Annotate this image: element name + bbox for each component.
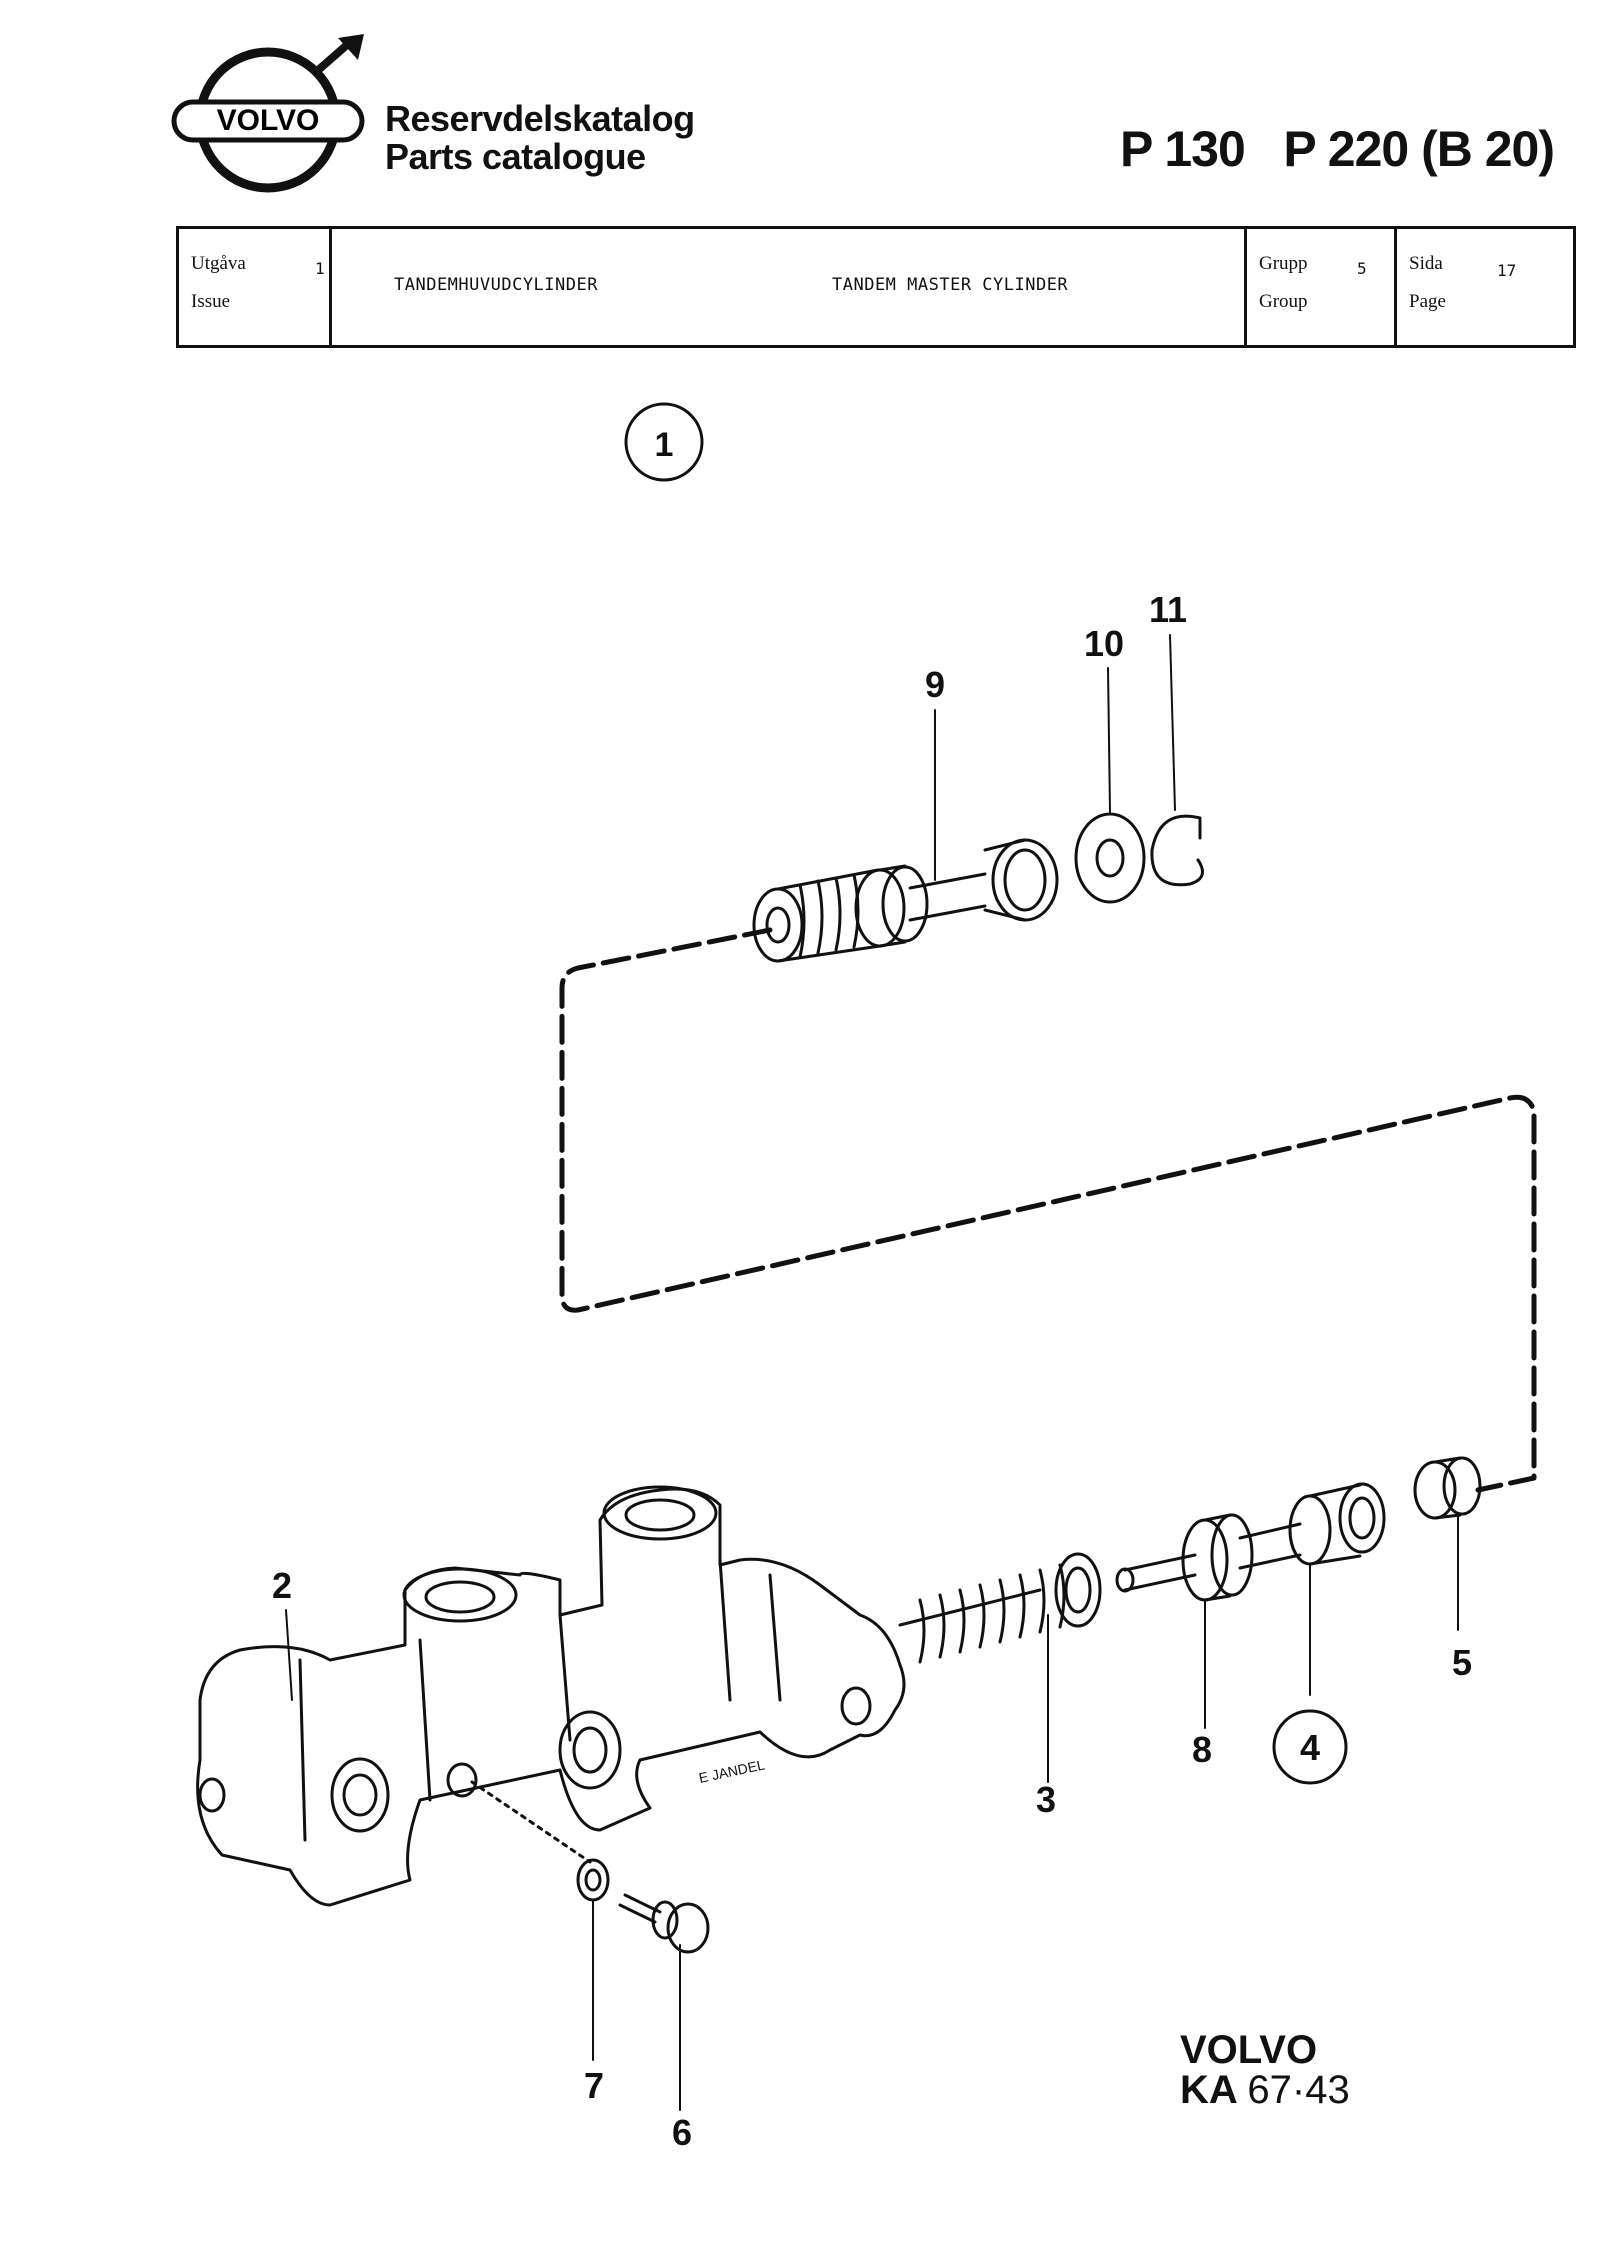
footer-code: KA 67·43 [1180,2070,1350,2110]
artist-signature: E JANDEL [697,1756,766,1786]
footer-code-number: 67·43 [1247,2068,1350,2112]
catalog-title: Reservdelskatalog Parts catalogue [385,100,695,176]
volvo-logo: VOLVO [168,30,378,200]
header-table: Utgåva Issue 1 TANDEMHUVUDCYLINDER TANDE… [176,226,1576,348]
part-circlip [1150,814,1204,887]
issue-label-en: Issue [191,291,231,312]
part-secondary-piston [752,838,1059,963]
callout-10: 10 [1084,623,1124,664]
callout-2: 2 [272,1565,292,1606]
issue-value: 1 [315,259,325,278]
catalog-title-sv: Reservdelskatalog [385,98,695,139]
callout-8: 8 [1192,1729,1212,1770]
callout-4-circle [1272,1709,1348,1785]
part-stop-screw-washer [576,1858,610,1902]
part-primary-seal [1413,1456,1482,1520]
model-designation: P 130 P 220 (B 20) [1120,121,1555,177]
callout-9: 9 [925,664,945,705]
part-stop-screw [618,1893,710,1954]
assembly-guide-path [559,927,1537,1493]
group-label-en: Group [1259,291,1308,312]
callout-3: 3 [1036,1779,1056,1820]
page-value: 17 [1497,261,1517,280]
part-primary-piston [1115,1482,1386,1602]
issue-label-sv: Utgåva [191,253,246,274]
figure-number-circle [624,402,704,482]
part-spring [898,1552,1102,1664]
footer-code-prefix: KA [1180,2068,1237,2112]
callout-11: 11 [1149,589,1187,630]
callout-6: 6 [672,2112,692,2153]
catalog-title-en: Parts catalogue [385,136,646,177]
page-label-en: Page [1409,291,1446,312]
page-cell: Sida Page 17 [1394,229,1573,345]
title-cell: TANDEMHUVUDCYLINDER TANDEM MASTER CYLIND… [329,229,1425,345]
callout-4: 4 [1300,1727,1320,1768]
group-value: 5 [1357,259,1367,278]
title-en: TANDEM MASTER CYLINDER [832,275,1069,295]
callout-5: 5 [1452,1642,1472,1683]
figure-number: 1 [655,426,674,464]
group-label-sv: Grupp [1259,253,1308,274]
callout-7: 7 [584,2065,604,2106]
page-label-sv: Sida [1409,253,1443,274]
part-cylinder-body [196,1485,906,1907]
footer-brand: VOLVO [1180,2028,1318,2072]
logo-wordmark: VOLVO [217,104,320,137]
leader-lines [285,634,1459,2111]
group-cell: Grupp Group 5 [1244,229,1394,345]
title-sv: TANDEMHUVUDCYLINDER [394,275,598,295]
part-washer [1074,812,1146,904]
footer-brand-block: VOLVO KA 67·43 [1180,2030,1350,2110]
